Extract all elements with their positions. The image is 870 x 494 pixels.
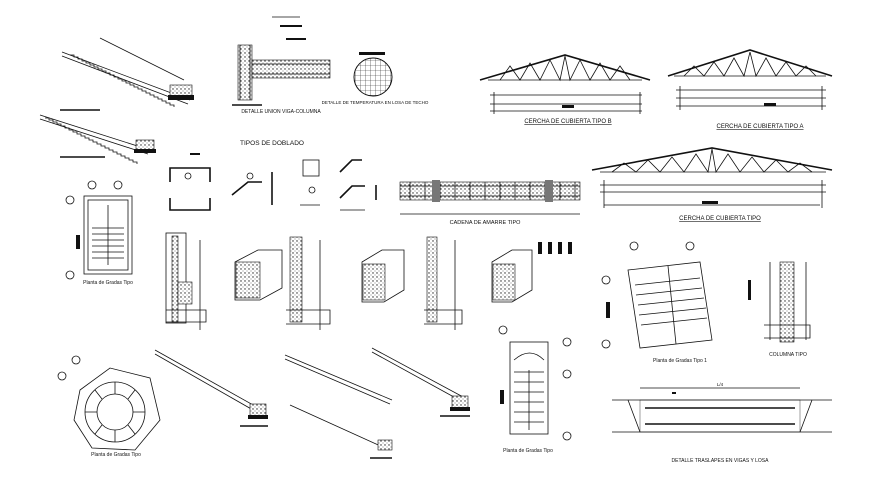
label-columna: COLUMNA TIPO bbox=[769, 352, 807, 358]
label-planta-3: Planta de Gradas Tipo bbox=[91, 452, 141, 458]
stair-plan-4: Planta de Gradas Tipo bbox=[498, 325, 572, 454]
splice-detail: L/4 DETALLE TRASLAPES EN VIGAS Y LOSA bbox=[612, 382, 832, 464]
tie-beam-detail: CADENA DE AMARRE TIPO bbox=[399, 180, 581, 226]
svg-text:L/4: L/4 bbox=[717, 382, 724, 387]
label-traslape: DETALLE TRASLAPES EN VIGAS Y LOSA bbox=[672, 458, 770, 464]
section-title-bending: TIPOS DE DOBLADO bbox=[240, 140, 304, 147]
column-detail: COLUMNA TIPO bbox=[748, 261, 811, 358]
truss-type-c: CERCHA DE CUBIERTA TIPO bbox=[591, 147, 833, 222]
stair-plan-2: Planta de Gradas Tipo 1 bbox=[601, 241, 713, 364]
temperature-detail: DETALLE DE TEMPERATURA EN LOSA DE TECHO bbox=[322, 52, 429, 105]
bending-types: TIPOS DE DOBLADO bbox=[169, 140, 377, 211]
foundation-sections bbox=[165, 232, 572, 330]
beam-column-union-detail: DETALLE UNION VIGA-COLUMNA bbox=[232, 16, 331, 115]
label-cercha-c: CERCHA DE CUBIERTA TIPO bbox=[679, 216, 761, 222]
stair-section-1 bbox=[60, 37, 194, 111]
stair-plan-circular: Planta de Gradas Tipo bbox=[57, 355, 161, 458]
stair-plan-1: Planta de Gradas Tipo bbox=[65, 180, 133, 286]
label-planta-4: Planta de Gradas Tipo bbox=[503, 448, 553, 454]
truss-type-b: CERCHA DE CUBIERTA TIPO B bbox=[479, 54, 651, 125]
label-detail-union: DETALLE UNION VIGA-COLUMNA bbox=[241, 109, 321, 115]
label-planta-2: Planta de Gradas Tipo 1 bbox=[653, 358, 707, 364]
label-planta-1: Planta de Gradas Tipo bbox=[83, 280, 133, 286]
label-cercha-b: CERCHA DE CUBIERTA TIPO B bbox=[524, 119, 611, 125]
stair-section-2 bbox=[39, 114, 156, 164]
label-detail-temp: DETALLE DE TEMPERATURA EN LOSA DE TECHO bbox=[322, 100, 429, 105]
stair-section-5 bbox=[371, 347, 470, 417]
stair-section-3 bbox=[154, 349, 268, 427]
truss-type-a: CERCHA DE CUBIERTA TIPO A bbox=[667, 49, 833, 130]
label-cadena: CADENA DE AMARRE TIPO bbox=[450, 220, 522, 226]
stair-section-4 bbox=[284, 354, 393, 459]
label-cercha-a: CERCHA DE CUBIERTA TIPO A bbox=[716, 124, 803, 130]
